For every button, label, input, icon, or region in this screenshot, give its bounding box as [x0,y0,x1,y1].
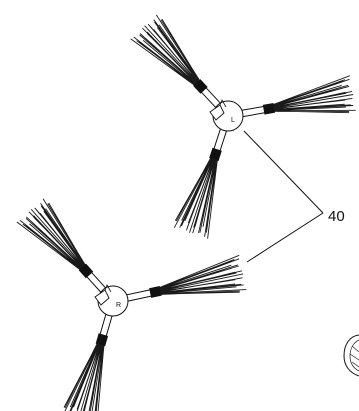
brush-hub-mark: R [116,302,121,309]
partial-part-icon [343,334,359,377]
callout-number-label: 40 [328,208,345,225]
brush-arm-3 [63,313,113,411]
brush-hub: L [209,99,244,132]
side-brush-lower: R [16,198,247,411]
leader-line-lower [246,212,324,263]
brush-arm-1 [16,198,107,294]
brush-arm-3 [173,128,228,239]
brush-arm-2 [125,254,247,302]
side-brush-upper: L [130,14,356,239]
brush-hub-mark: L [231,117,235,124]
brush-arm-1 [130,14,222,109]
callout-leader-lines [243,130,324,263]
brush-hub: R [94,284,129,317]
brush-arm-2 [241,75,356,118]
leader-line-upper [243,130,324,214]
